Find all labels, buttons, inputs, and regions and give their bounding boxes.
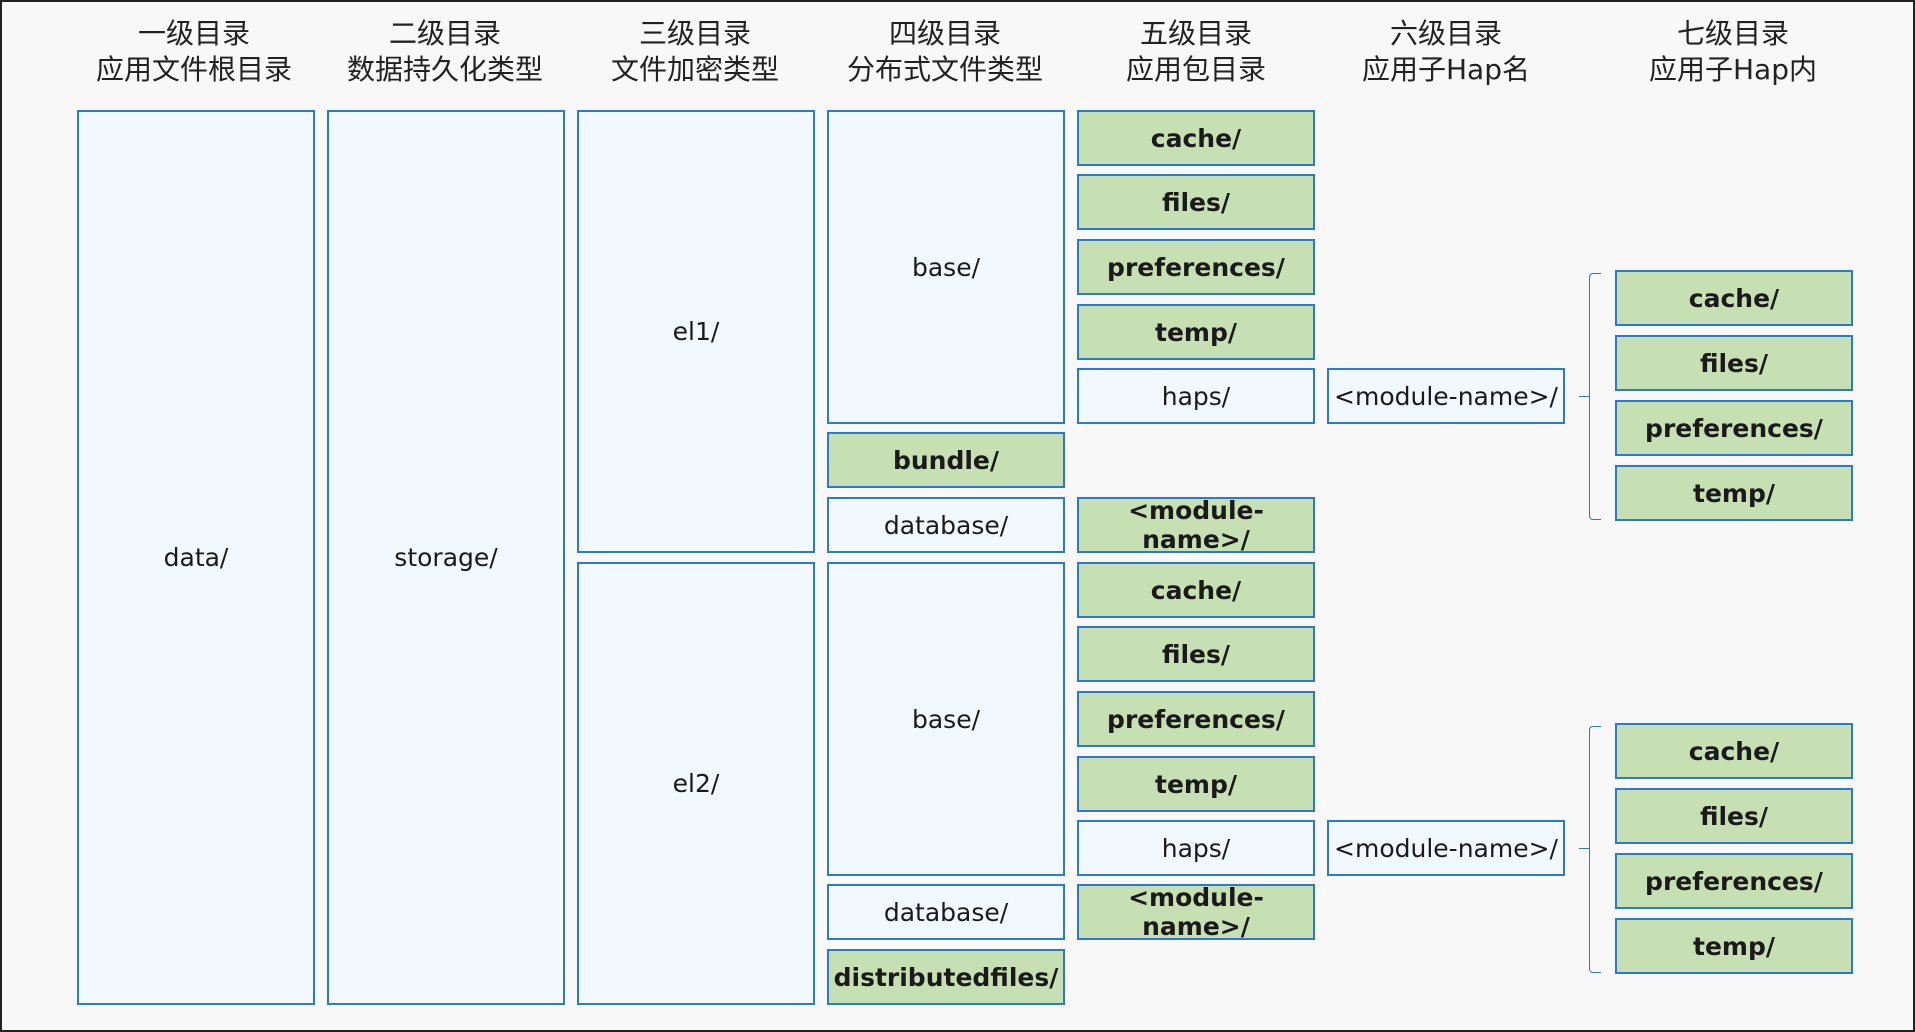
node-el1: el1/ bbox=[577, 110, 815, 553]
node-el2-haps: haps/ bbox=[1077, 820, 1315, 876]
header-level5-subtitle: 应用包目录 bbox=[1125, 53, 1266, 86]
node-el1-hap-preferences: preferences/ bbox=[1615, 400, 1853, 456]
node-el2-hap-files: files/ bbox=[1615, 788, 1853, 844]
header-level7-title: 七级目录 bbox=[1676, 17, 1789, 50]
header-level2-title: 二级目录 bbox=[388, 17, 501, 50]
node-el2-temp: temp/ bbox=[1077, 756, 1315, 812]
node-el2-base: base/ bbox=[827, 562, 1065, 876]
header-level3: 三级目录 文件加密类型 bbox=[570, 16, 820, 88]
header-level1-subtitle: 应用文件根目录 bbox=[95, 53, 292, 86]
header-level7-subtitle: 应用子Hap内 bbox=[1649, 53, 1817, 86]
node-el1-database: database/ bbox=[827, 497, 1065, 553]
node-el1-haps: haps/ bbox=[1077, 368, 1315, 424]
node-el1-temp: temp/ bbox=[1077, 304, 1315, 360]
node-el2-module-name: <module-name>/ bbox=[1327, 820, 1565, 876]
header-level7: 七级目录 应用子Hap内 bbox=[1608, 16, 1858, 88]
node-el1-db-module: <module- name>/ bbox=[1077, 496, 1315, 554]
header-level3-subtitle: 文件加密类型 bbox=[610, 53, 779, 86]
header-level4-subtitle: 分布式文件类型 bbox=[846, 53, 1043, 86]
node-el2-db-module: <module- name>/ bbox=[1077, 883, 1315, 941]
bracket-el1-tick bbox=[1579, 396, 1589, 397]
node-el1-hap-files: files/ bbox=[1615, 335, 1853, 391]
header-level4: 四级目录 分布式文件类型 bbox=[820, 16, 1070, 88]
node-el2-preferences: preferences/ bbox=[1077, 691, 1315, 747]
node-el1-module-name: <module-name>/ bbox=[1327, 368, 1565, 424]
node-el1-base: base/ bbox=[827, 110, 1065, 424]
node-el2-hap-temp: temp/ bbox=[1615, 918, 1853, 974]
bracket-el1 bbox=[1589, 273, 1601, 520]
header-level3-title: 三级目录 bbox=[638, 17, 751, 50]
bracket-el2-tick bbox=[1579, 848, 1589, 849]
node-el2-database: database/ bbox=[827, 884, 1065, 940]
header-level2-subtitle: 数据持久化类型 bbox=[346, 53, 543, 86]
header-level1-title: 一级目录 bbox=[137, 17, 250, 50]
node-el2-cache: cache/ bbox=[1077, 562, 1315, 618]
node-el1-bundle: bundle/ bbox=[827, 432, 1065, 488]
header-level6-subtitle: 应用子Hap名 bbox=[1362, 53, 1530, 86]
node-storage: storage/ bbox=[327, 110, 565, 1005]
node-el1-files: files/ bbox=[1077, 174, 1315, 230]
node-el2-distributedfiles: distributedfiles/ bbox=[827, 949, 1065, 1005]
node-el1-cache: cache/ bbox=[1077, 110, 1315, 166]
header-level5-title: 五级目录 bbox=[1139, 17, 1252, 50]
node-el1-hap-cache: cache/ bbox=[1615, 270, 1853, 326]
header-level2: 二级目录 数据持久化类型 bbox=[320, 16, 570, 88]
header-level5: 五级目录 应用包目录 bbox=[1071, 16, 1321, 88]
node-el2-hap-cache: cache/ bbox=[1615, 723, 1853, 779]
node-el2-files: files/ bbox=[1077, 626, 1315, 682]
header-level4-title: 四级目录 bbox=[888, 17, 1001, 50]
node-data: data/ bbox=[77, 110, 315, 1005]
node-el1-hap-temp: temp/ bbox=[1615, 465, 1853, 521]
header-level6-title: 六级目录 bbox=[1389, 17, 1502, 50]
node-el2-hap-preferences: preferences/ bbox=[1615, 853, 1853, 909]
bracket-el2 bbox=[1589, 726, 1601, 973]
node-el1-preferences: preferences/ bbox=[1077, 239, 1315, 295]
header-level6: 六级目录 应用子Hap名 bbox=[1321, 16, 1571, 88]
node-el2: el2/ bbox=[577, 562, 815, 1005]
header-level1: 一级目录 应用文件根目录 bbox=[69, 16, 319, 88]
